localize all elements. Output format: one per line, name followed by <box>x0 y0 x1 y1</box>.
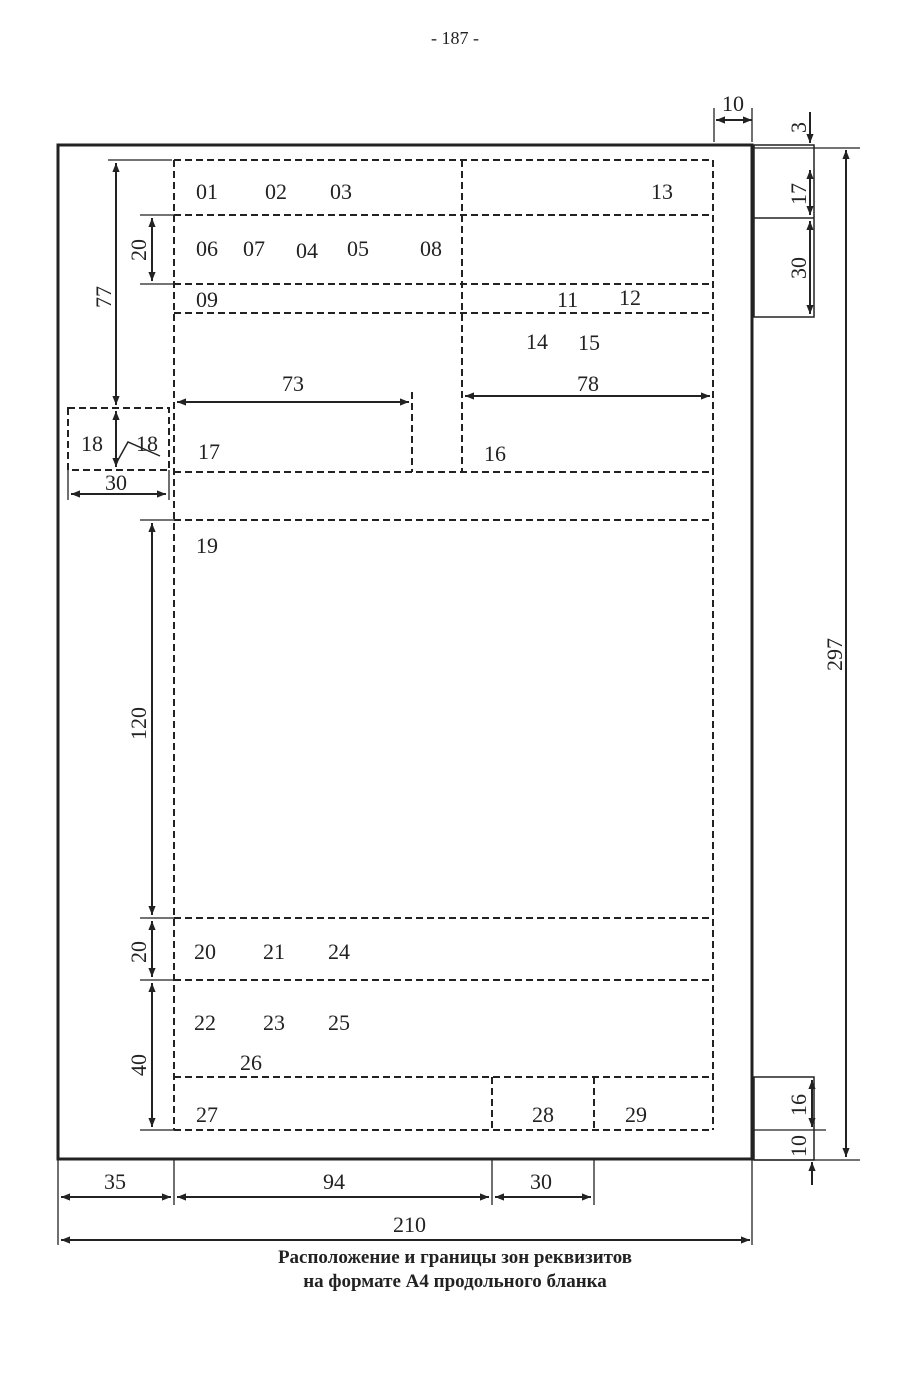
zone-01: 01 <box>196 179 218 204</box>
zone-07: 07 <box>243 236 265 261</box>
zone-13: 13 <box>651 179 673 204</box>
zone-15: 15 <box>578 330 600 355</box>
dim-297: 297 <box>822 638 847 671</box>
zone-02: 02 <box>265 179 287 204</box>
dimension-labels-horizontal: 10 73 78 30 35 94 30 210 <box>104 91 744 1237</box>
zone-14: 14 <box>526 329 548 354</box>
zone-labels: 01 02 03 13 06 07 04 05 08 09 11 12 14 1… <box>81 179 673 1127</box>
zone-03: 03 <box>330 179 352 204</box>
zone-11: 11 <box>557 287 578 312</box>
dim-35: 35 <box>104 1169 126 1194</box>
zone-25: 25 <box>328 1010 350 1035</box>
zone-29: 29 <box>625 1102 647 1127</box>
zone-08: 08 <box>420 236 442 261</box>
dim-30-right: 30 <box>786 257 811 279</box>
dim-77: 77 <box>91 286 116 308</box>
zone-18-left: 18 <box>81 431 103 456</box>
zone-16: 16 <box>484 441 506 466</box>
caption-line-1: Расположение и границы зон реквизитов <box>277 1247 633 1268</box>
dim-3: 3 <box>786 122 811 133</box>
zone-22: 22 <box>194 1010 216 1035</box>
zone-24: 24 <box>328 939 350 964</box>
zone-17: 17 <box>198 439 220 464</box>
dim-20-top: 20 <box>126 239 151 261</box>
figure-caption: Расположение и границы зон реквизитов на… <box>0 1246 910 1294</box>
dim-120: 120 <box>126 707 151 740</box>
page-number: - 187 - <box>431 28 479 48</box>
zone-21: 21 <box>263 939 285 964</box>
zone-27: 27 <box>196 1102 218 1127</box>
dim-20-bottom: 20 <box>126 941 151 963</box>
dimension-lines <box>57 108 860 1245</box>
zone-05: 05 <box>347 236 369 261</box>
zone-grid <box>67 159 714 1131</box>
dimension-labels-vertical: 3 17 30 297 16 10 77 20 120 20 40 <box>91 122 847 1157</box>
zone-20: 20 <box>194 939 216 964</box>
dim-210: 210 <box>393 1212 426 1237</box>
zone-04: 04 <box>296 238 318 263</box>
dim-10-top: 10 <box>722 91 744 116</box>
dim-94: 94 <box>323 1169 345 1194</box>
dim-16: 16 <box>786 1094 811 1116</box>
dim-40: 40 <box>126 1054 151 1076</box>
sheet-border <box>56 143 754 1161</box>
dim-30-left: 30 <box>105 470 127 495</box>
dim-17: 17 <box>786 183 811 205</box>
top-margin-box <box>753 144 815 318</box>
dim-30-bottom: 30 <box>530 1169 552 1194</box>
zone-18-right: 18 <box>136 431 158 456</box>
dim-73: 73 <box>282 371 304 396</box>
zone-26: 26 <box>240 1050 262 1075</box>
zone-09: 09 <box>196 287 218 312</box>
zone-12: 12 <box>619 285 641 310</box>
dim-78: 78 <box>577 371 599 396</box>
caption-line-2: на формате А4 продольного бланка <box>303 1271 607 1292</box>
zone-23: 23 <box>263 1010 285 1035</box>
zone-19: 19 <box>196 533 218 558</box>
zone-06: 06 <box>196 236 218 261</box>
zone-28: 28 <box>532 1102 554 1127</box>
dim-10-bottom: 10 <box>786 1135 811 1157</box>
